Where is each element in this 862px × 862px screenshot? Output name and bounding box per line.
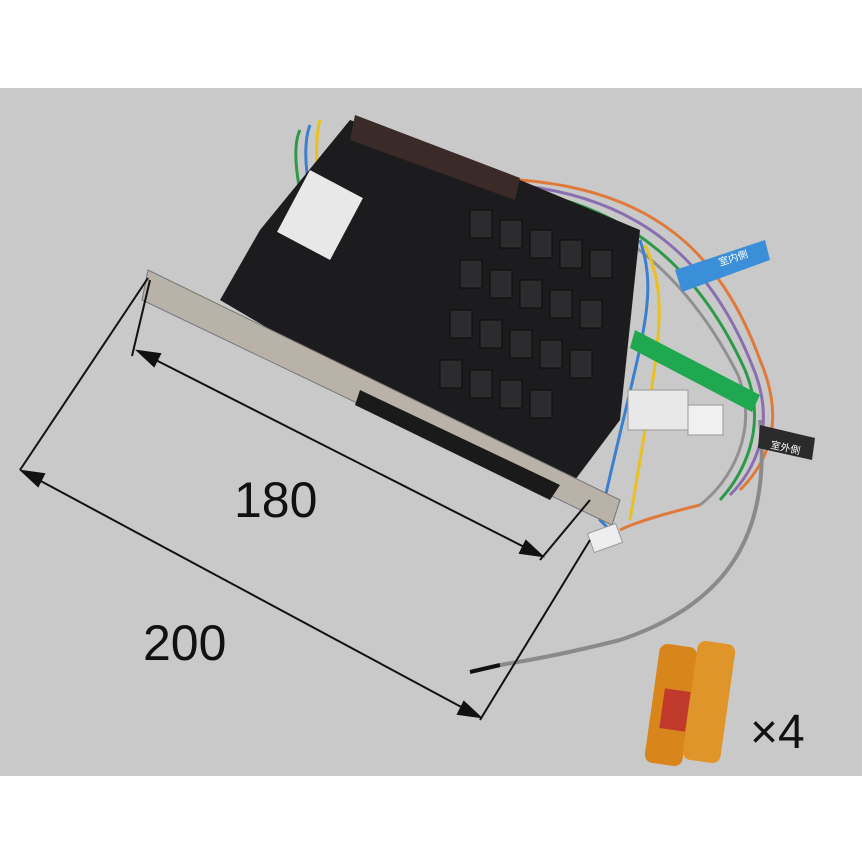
black-tag: 室外側 <box>758 425 815 460</box>
aa-batteries <box>644 640 736 767</box>
battery-quantity-label: ×4 <box>750 706 805 759</box>
dimension-180-line <box>139 351 541 556</box>
dimension-200-label: 200 <box>143 615 226 671</box>
white-connector <box>627 389 689 431</box>
small-connector <box>687 404 724 436</box>
dimension-lines <box>19 277 591 721</box>
green-tag <box>630 330 760 412</box>
plug-connector <box>586 522 624 554</box>
controller-unit <box>220 115 640 500</box>
product-label-sticker <box>277 170 363 260</box>
connector-slot <box>355 390 560 500</box>
dimension-200-line <box>23 471 479 717</box>
dimension-180-label: 180 <box>234 472 317 528</box>
